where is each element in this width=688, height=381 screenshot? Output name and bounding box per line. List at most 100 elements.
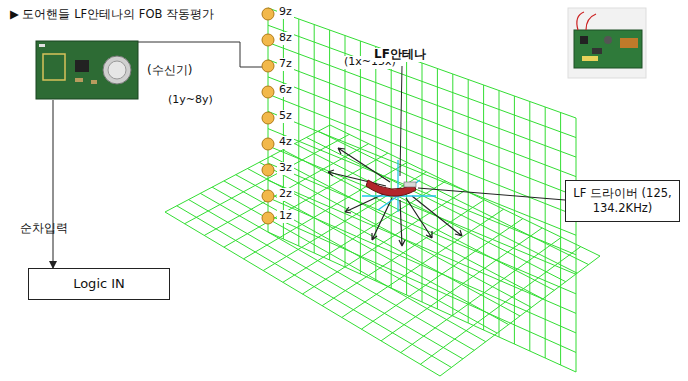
grid-line	[268, 60, 576, 177]
grid-line	[283, 181, 446, 282]
photo-frame	[568, 8, 646, 78]
grid-line	[268, 8, 576, 118]
axis-position-label: 5z	[277, 110, 294, 123]
grid-line	[268, 146, 576, 274]
field-arrow	[412, 196, 462, 236]
receiver-photo	[35, 40, 139, 100]
grid-line	[529, 102, 530, 352]
axis-position-label: 1z	[277, 210, 294, 223]
grid-line	[268, 25, 576, 137]
grid-line	[391, 52, 392, 288]
position-dot	[262, 190, 274, 202]
grid-line	[375, 47, 376, 282]
grid-line	[499, 91, 500, 338]
grid-line	[268, 77, 576, 196]
grid-line	[268, 180, 576, 313]
leader-line	[400, 66, 402, 176]
component	[39, 44, 45, 47]
part-name: LF안테나	[372, 48, 428, 62]
grid-line	[560, 113, 561, 366]
position-dot	[262, 8, 274, 20]
grid-line	[268, 198, 576, 333]
grid-line	[360, 41, 361, 274]
ic-chip	[75, 60, 89, 72]
grid-line	[345, 36, 346, 268]
field-arrow	[399, 200, 405, 246]
field-arrow	[372, 198, 392, 240]
grid-line	[165, 125, 330, 212]
position-dot	[262, 112, 274, 124]
position-dot	[262, 86, 274, 98]
box-label: LF 드라이버 (125, 134.2KHz)	[572, 186, 673, 216]
field-arrow	[328, 170, 386, 186]
grid-line	[268, 94, 576, 216]
grid-line	[236, 175, 509, 325]
component	[91, 80, 97, 84]
pcb-board	[36, 41, 138, 99]
process-box: Logic IN	[28, 268, 170, 300]
driver-lead	[418, 188, 565, 200]
axis-range-label: (1y~8y)	[168, 94, 213, 107]
grid-line	[514, 96, 515, 344]
axis-position-label: 4z	[277, 136, 294, 149]
coin-battery	[103, 56, 131, 84]
grid-line	[452, 74, 453, 316]
grid-line	[268, 111, 576, 235]
grid-line	[268, 163, 576, 294]
z-position-markers	[262, 8, 274, 224]
coin-battery	[108, 61, 126, 79]
signal-arrow	[53, 100, 54, 268]
grid-line	[437, 69, 438, 310]
radiation-arrows	[328, 148, 462, 246]
axis-line	[397, 160, 398, 212]
axis-position-label: 3z	[277, 162, 294, 175]
grid-line	[298, 19, 299, 246]
process-box: LF 드라이버 (125, 134.2KHz)	[565, 180, 680, 222]
grid-line	[283, 14, 284, 240]
grid-line	[545, 107, 546, 358]
grid-line	[468, 80, 469, 324]
axis-position-label: 6z	[277, 84, 294, 97]
axis-position-label: 9z	[277, 6, 294, 19]
grid-line	[248, 169, 521, 317]
component	[580, 36, 588, 44]
grid-line	[406, 58, 407, 296]
antenna-axes	[362, 160, 436, 212]
component	[592, 48, 602, 54]
position-dot	[262, 34, 274, 46]
axis-position-label: 7z	[277, 58, 294, 71]
component	[604, 36, 612, 44]
field-arrow	[406, 198, 432, 238]
axis-range-label: 순차입력	[20, 222, 68, 236]
grid-line	[483, 85, 484, 330]
pcb-board	[574, 30, 642, 68]
grid-line	[268, 42, 576, 157]
lf-antenna	[366, 180, 416, 196]
box-label: (수신기)	[147, 62, 192, 79]
grid-line	[342, 209, 504, 317]
position-dot	[262, 60, 274, 72]
box-label: Logic IN	[73, 276, 125, 293]
antenna-body	[366, 180, 416, 196]
measurement-grid	[165, 8, 600, 376]
grid-line	[422, 63, 423, 302]
field-arrow	[345, 192, 388, 213]
position-dot	[262, 212, 274, 224]
component	[582, 56, 598, 61]
lf-driver-photo	[568, 8, 646, 78]
grid-line	[314, 25, 315, 254]
component	[75, 78, 83, 82]
grid-line	[185, 134, 350, 223]
grid-line	[268, 215, 576, 353]
grid-line	[576, 118, 577, 372]
grid-line	[268, 232, 576, 372]
position-dot	[262, 138, 274, 150]
receiver-module: (수신기)	[35, 40, 197, 100]
grid-line	[322, 200, 484, 306]
axis-position-label: 2z	[277, 188, 294, 201]
grid-line	[329, 30, 330, 260]
grid-line	[212, 187, 486, 342]
pcb-antenna-loop	[43, 54, 65, 80]
antenna-connector	[404, 182, 416, 187]
axis-position-label: 8z	[277, 32, 294, 45]
